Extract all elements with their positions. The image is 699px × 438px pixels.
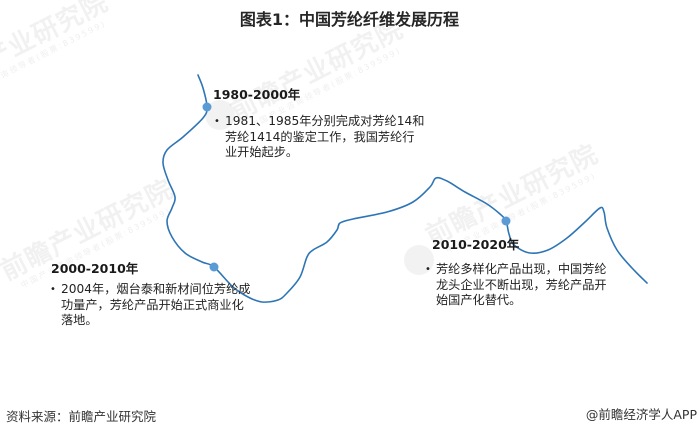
bullet-icon: • [214, 116, 220, 127]
bullet-icon: • [425, 264, 431, 275]
milestone-dot-icon [501, 216, 511, 226]
event-description: • 2004年，烟台泰和新材间位芳纶成 功量产，芳纶产品开始正式商业化 落地。 [50, 282, 250, 329]
timeline-line [162, 74, 648, 303]
event-text-line: 芳纶多样化产品出现，中国芳纶 [436, 262, 607, 276]
event-period-heading: 2010-2020年 [432, 237, 520, 252]
watermark-logo-icon [404, 245, 434, 275]
event-text-line: 始国产化替代。 [436, 293, 522, 308]
event-text-line: 龙头企业不断出现，芳纶产品开 [436, 277, 607, 292]
event-period-heading: 2000-2010年 [51, 261, 139, 276]
event-text-line: 功量产，芳纶产品开始正式商业化 [61, 297, 244, 312]
event-description: • 1981、1985年分别完成对芳纶14和 芳纶1414的鉴定工作，我国芳纶行… [214, 114, 424, 161]
event-text-line: 芳纶1414的鉴定工作，我国芳纶行 [225, 129, 415, 144]
credit-note: @前瞻经济学人APP [585, 407, 697, 422]
milestone-dot-icon [202, 102, 212, 112]
event-period-heading: 1980-2000年 [213, 87, 301, 102]
chart-title: 图表1：中国芳纶纤维发展历程 [239, 10, 460, 29]
event-text-line: 业开始起步。 [225, 145, 299, 160]
event-description: • 芳纶多样化产品出现，中国芳纶 龙头企业不断出现，芳纶产品开 始国产化替代。 [425, 262, 607, 309]
event-text-line: 1981、1985年分别完成对芳纶14和 [225, 114, 425, 128]
source-note: 资料来源：前瞻产业研究院 [6, 409, 157, 424]
bullet-icon: • [50, 284, 56, 295]
event-text-line: 落地。 [61, 313, 98, 328]
event-text-line: 2004年，烟台泰和新材间位芳纶成 [61, 282, 251, 296]
timeline-dots [202, 102, 511, 272]
milestone-dot-icon [209, 262, 219, 272]
